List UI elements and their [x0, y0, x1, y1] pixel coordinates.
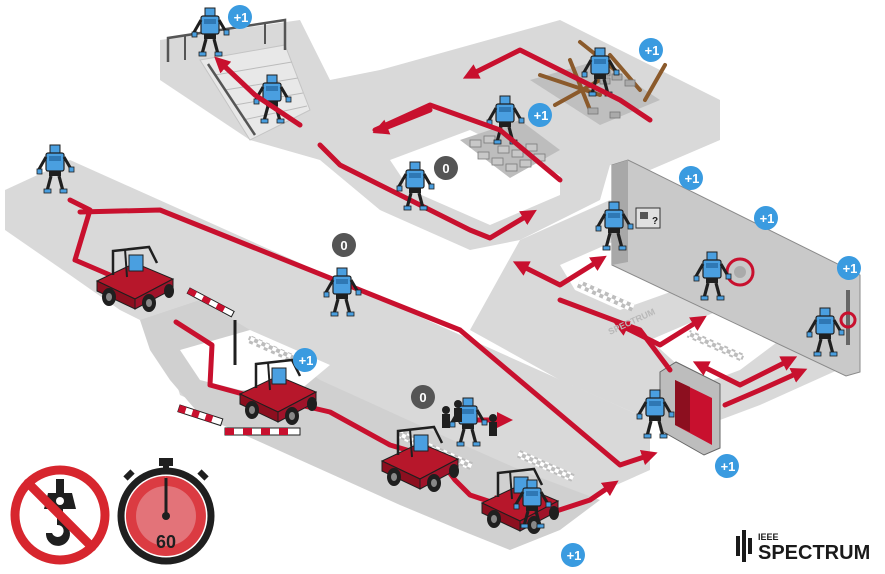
path-door-exit: [722, 367, 808, 408]
badge-label: +1: [534, 108, 549, 123]
path-vehicle-course: [173, 319, 508, 511]
brand-spectrum: SPECTRUM: [758, 542, 870, 564]
badge-main-walk: 0: [331, 232, 356, 257]
badge-label: +1: [299, 353, 314, 368]
badge-stairs-top: +1: [227, 4, 252, 29]
path-main-diagonal: [77, 207, 658, 468]
valve-wheel: [839, 290, 857, 345]
badge-label: +1: [645, 43, 660, 58]
path-upper-right: [462, 47, 653, 123]
badge-label: 0: [442, 161, 449, 176]
svg-text:?: ?: [652, 216, 658, 227]
course-path: [67, 47, 808, 520]
badge-human-assist: 0: [410, 384, 435, 409]
vehicle-barriers: [177, 287, 301, 436]
path-upper-left: [372, 102, 563, 183]
wall-panel: ?: [611, 159, 861, 377]
badge-vehicle-driving: +1: [292, 347, 317, 372]
badge-label: +1: [843, 261, 858, 276]
point-badges: +1 +1 +1 +1 +1 +1 +1 +1: [227, 4, 861, 567]
path-to-rubble: [372, 107, 433, 135]
timer-minutes: 60: [156, 532, 176, 552]
ieee-spectrum-logo-mark: [736, 530, 752, 562]
human-helpers: [442, 400, 497, 436]
brand-ieee: IEEE: [758, 532, 779, 542]
door-frame: [659, 361, 721, 456]
badge-label: +1: [567, 548, 582, 563]
path-left-corridor: [67, 197, 113, 278]
path-to-door: [557, 297, 673, 373]
floor-left-hall: [5, 160, 650, 535]
badge-wall-start: +1: [678, 165, 703, 190]
badge-label: +1: [234, 10, 249, 25]
stopwatch-icon: 60: [117, 458, 215, 565]
badge-valve: +1: [836, 255, 861, 280]
badge-label: +1: [721, 459, 736, 474]
badge-debris: +1: [638, 37, 663, 62]
badge-label: 0: [340, 238, 347, 253]
badge-label: 0: [419, 390, 426, 405]
no-tether-crane-hook-icon: [10, 465, 110, 565]
wall-switch-box: ?: [635, 207, 661, 229]
badge-door: +1: [714, 453, 739, 478]
path-wall-left: [512, 255, 607, 288]
badge-label: +1: [685, 171, 700, 186]
floor-lower-gap: [180, 330, 330, 390]
badge-terrain-walk: 0: [433, 155, 458, 180]
badge-vehicle-egress: +1: [560, 542, 585, 567]
path-wall-mid: [612, 315, 707, 348]
path-wall-right: [692, 356, 798, 388]
badge-label: +1: [760, 211, 775, 226]
badge-rubble: +1: [527, 102, 552, 127]
debris-task: [530, 40, 667, 125]
ieee-spectrum-logo: IEEE SPECTRUM: [736, 530, 870, 564]
path-to-stairs: [214, 56, 303, 128]
badge-wall-mid: +1: [753, 205, 778, 230]
